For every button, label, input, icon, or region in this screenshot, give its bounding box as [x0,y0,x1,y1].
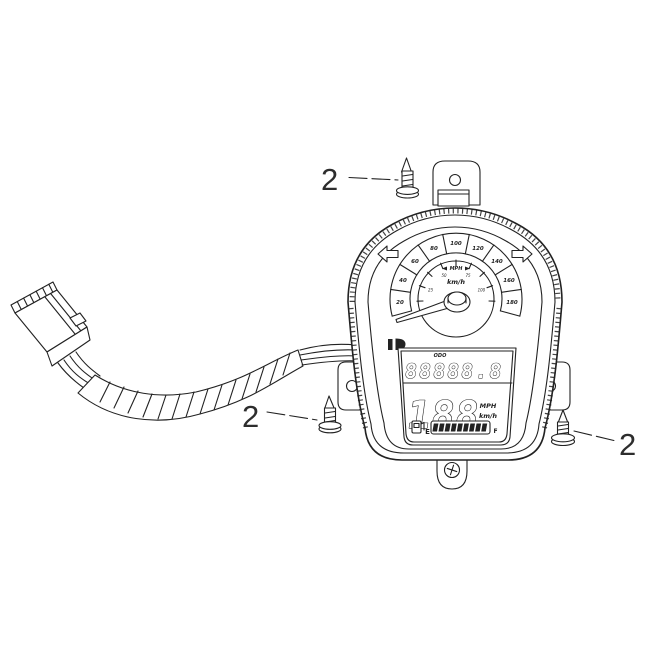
lcd-panel: ODO 88888.8 188 MPH km/h E [388,338,517,446]
harness-connector [14,289,91,367]
speed-unit-mph: MPH [480,402,497,410]
speed-unit-kmh: km/h [479,412,497,420]
callout-right-label: 2 [619,427,636,462]
callout-left-leader [266,411,318,421]
dial-label: 140 [491,259,503,265]
speedometer-dial: 20 40 60 80 100 120 140 160 180 25 50 75… [377,232,533,338]
odo-label: ODO [434,353,447,359]
high-beam-icon [388,338,406,350]
dial-ring [389,232,523,317]
rim-hatch-right [541,307,562,431]
fuel-empty-label: E [425,428,430,436]
wrapped-cable [77,349,304,421]
connector-latch [69,312,87,327]
faceplate-outline [367,226,543,450]
top-mounting-tab [432,160,481,207]
lcd-inner-border [400,350,514,443]
screw-right [550,409,576,447]
dial-label: 80 [430,246,438,252]
dial-label: 100 [450,241,462,247]
screw-tip [400,157,413,173]
dial-inner-scale: 25 50 75 100 [416,259,496,338]
dial-label: 120 [472,246,484,252]
callout-top-label: 2 [321,162,338,197]
callout-left-label: 2 [242,399,259,434]
callout-right: 2 [573,427,636,462]
dial-inner-label: 25 [428,288,434,293]
dial-label: 60 [411,259,419,265]
screw-top [395,157,420,199]
bottom-mounting-tab [436,451,468,490]
screw-left [318,395,342,434]
callout-top: 2 [321,162,399,197]
dial-inner-label: 75 [465,273,471,278]
dial-unit-kmh: km/h [447,278,465,286]
screw-tip [557,409,569,424]
dial-unit-mph: MPH [450,266,464,272]
rim-hatch-left [348,307,369,431]
dial-speed-numbers: 20 40 60 80 100 120 140 160 180 [396,241,518,306]
callout-right-leader [573,430,617,442]
dial-label: 40 [399,278,407,284]
dial-units: MPH km/h [442,266,470,286]
callout-left: 2 [242,399,318,434]
fuel-full-label: F [493,428,497,435]
wiring-harness [10,281,360,421]
top-tab-hole [448,173,462,187]
needle [395,291,471,324]
turn-signal-right-icon [511,245,533,263]
dial-inner-label: 50 [441,273,447,278]
callout-top-leader [348,176,399,181]
tick-mark-icon [465,266,470,271]
dial-label: 20 [396,300,404,306]
fuel-bar-segments [432,423,488,432]
tick-mark-icon [442,266,447,271]
fuel-gauge: E F [411,420,498,436]
dial-label: 180 [506,300,518,306]
screw-tip [323,395,336,410]
dial-inner-label: 100 [478,288,486,293]
odometer-value: 88888.8 [404,359,505,383]
connector-hatch-band [10,281,58,314]
dial-label: 160 [503,278,515,284]
turn-signal-left-icon [377,245,399,263]
fuel-pump-icon [411,420,425,434]
housing-inner-bezel [354,214,556,454]
